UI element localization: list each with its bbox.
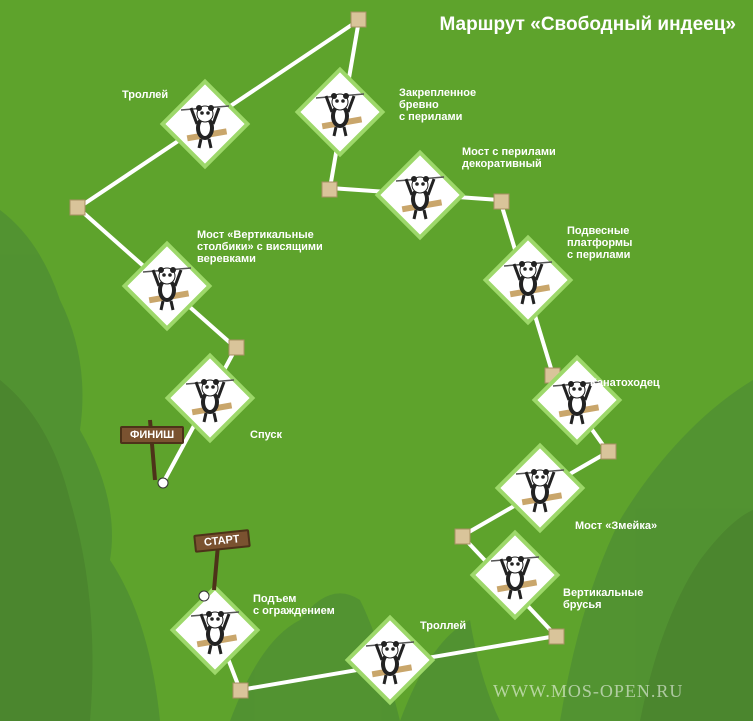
station-tile-decor-bridge — [374, 149, 466, 241]
station-tile-vertical-bars — [469, 529, 561, 621]
station-label-vertical-posts-bridge: Мост «Вертикальные столбики» с висящими … — [197, 229, 323, 265]
panda-icon — [503, 261, 553, 305]
station-label-trolley-top: Троллей — [122, 89, 169, 101]
station-label-descent: Спуск — [250, 429, 283, 441]
panda-icon — [552, 381, 602, 425]
station-label-decor-bridge: Мост с перилами декоративный — [462, 146, 556, 170]
station-tile-snake-bridge — [494, 442, 586, 534]
station-tile-vertical-posts-bridge — [121, 240, 213, 332]
panda-icon — [395, 176, 445, 220]
panda-icon — [185, 379, 235, 423]
panda-icon — [180, 105, 230, 149]
finish-sign: ФИНИШ — [120, 426, 185, 444]
panda-icon — [490, 556, 540, 600]
station-label-trolley-bottom: Троллей — [420, 620, 467, 632]
station-label-snake-bridge: Мост «Змейка» — [575, 520, 658, 532]
station-tile-trolley-top — [159, 78, 251, 170]
start-post — [198, 544, 220, 602]
watermark: WWW.MOS-OPEN.RU — [493, 681, 684, 701]
station-tile-rope-walker — [531, 354, 623, 446]
route-title: Маршрут «Свободный индеец» — [439, 14, 736, 35]
station-label-fixed-log: Закрепленное бревно с перилами — [399, 87, 477, 123]
panda-icon — [315, 93, 365, 137]
station-tile-hanging-platforms — [482, 234, 574, 326]
forest-background — [0, 210, 753, 721]
station-tile-ascent — [169, 584, 261, 676]
station-label-ascent: Подъем с ограждением — [253, 593, 335, 617]
station-label-hanging-platforms: Подвесные платформы с перилами — [567, 225, 633, 261]
station-tile-fixed-log — [294, 66, 386, 158]
posts — [69, 11, 617, 699]
panda-icon — [190, 611, 240, 655]
panda-icon — [142, 267, 192, 311]
panda-icon — [365, 641, 415, 685]
station-label-vertical-bars: Вертикальные брусья — [563, 587, 644, 611]
panda-icon — [515, 469, 565, 513]
station-tile-trolley-bottom — [344, 614, 436, 706]
station-label-rope-walker: Канатоходец — [590, 377, 660, 389]
station-tile-descent — [164, 352, 256, 444]
